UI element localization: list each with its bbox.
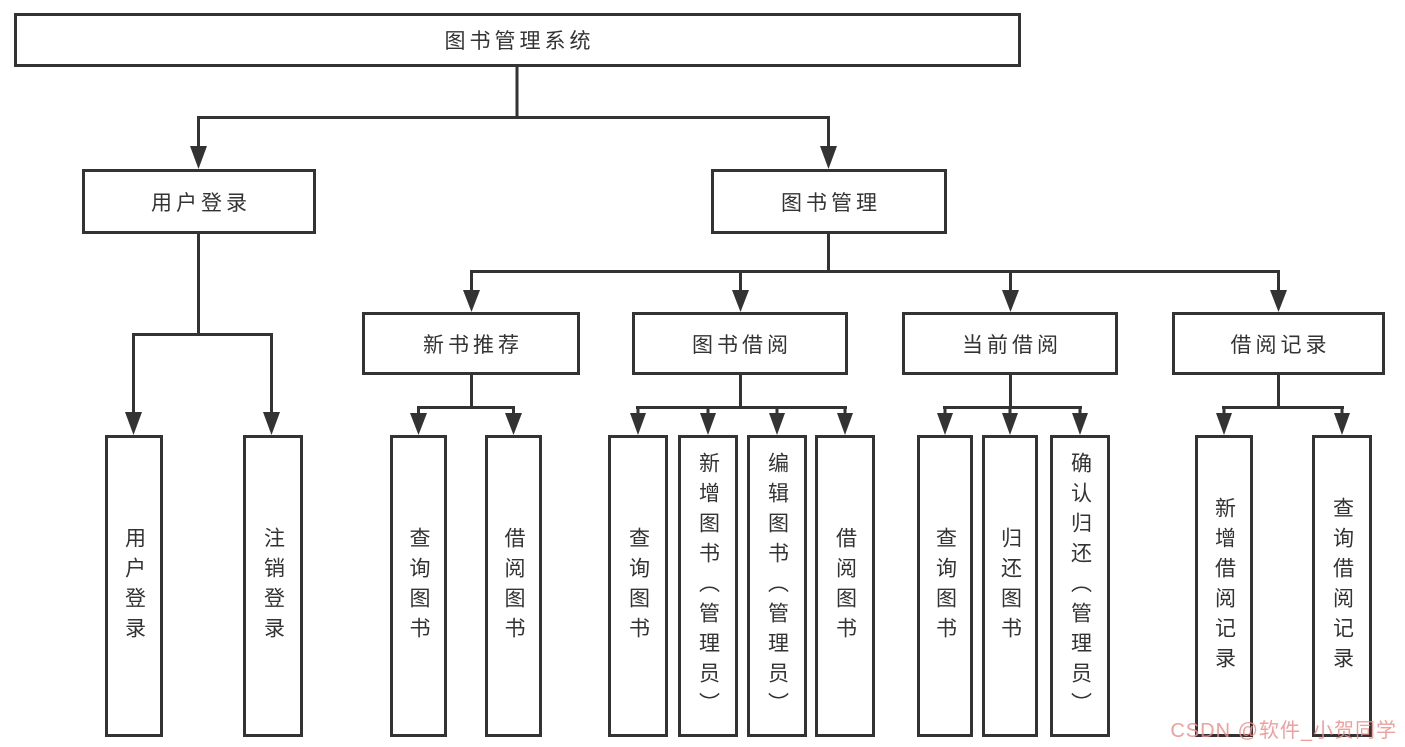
node-label: 图书借阅 <box>692 333 792 357</box>
node-user-login: 用户登录 <box>82 169 316 234</box>
leaf-label: 借阅图书 <box>502 527 525 647</box>
node-book-management: 图书管理 <box>711 169 947 234</box>
leaf-logout: 注销登录 <box>243 435 303 737</box>
leaf-label: 确认归还（管理员） <box>1068 452 1092 722</box>
leaf-add-borrow-record: 新增借阅记录 <box>1195 435 1253 737</box>
node-library-management-system: 图书管理系统 <box>14 13 1021 67</box>
leaf-add-book-admin: 新增图书（管理员） <box>678 435 738 737</box>
leaf-label: 借阅图书 <box>833 527 857 647</box>
node-label: 用户登录 <box>151 191 251 215</box>
leaf-query-book-1: 查询图书 <box>390 435 447 737</box>
node-label: 图书管理 <box>781 191 881 215</box>
leaf-label: 编辑图书（管理员） <box>765 452 789 722</box>
node-label: 图书管理系统 <box>444 30 595 53</box>
node-book-borrow: 图书借阅 <box>632 312 848 375</box>
leaf-query-book-3: 查询图书 <box>917 435 973 737</box>
leaf-label: 查询图书 <box>626 527 650 647</box>
leaf-label: 用户登录 <box>122 527 146 647</box>
node-label: 新书推荐 <box>423 333 523 357</box>
leaf-label: 查询借阅记录 <box>1330 497 1354 677</box>
leaf-query-borrow-record: 查询借阅记录 <box>1312 435 1372 737</box>
node-current-borrow: 当前借阅 <box>902 312 1118 375</box>
leaf-label: 新增借阅记录 <box>1212 497 1236 677</box>
leaf-label: 查询图书 <box>933 527 957 647</box>
leaf-user-login: 用户登录 <box>105 435 163 737</box>
leaf-label: 归还图书 <box>998 527 1022 647</box>
node-label: 当前借阅 <box>962 333 1062 357</box>
node-label: 借阅记录 <box>1230 333 1331 357</box>
leaf-borrow-book-1: 借阅图书 <box>485 435 542 737</box>
leaf-return-book: 归还图书 <box>982 435 1038 737</box>
leaf-label: 新增图书（管理员） <box>696 452 720 722</box>
leaf-edit-book-admin: 编辑图书（管理员） <box>747 435 807 737</box>
leaf-label: 注销登录 <box>261 527 285 647</box>
leaf-query-book-2: 查询图书 <box>608 435 668 737</box>
node-new-book-recommend: 新书推荐 <box>362 312 580 375</box>
node-borrow-records: 借阅记录 <box>1172 312 1385 375</box>
leaf-confirm-return-admin: 确认归还（管理员） <box>1050 435 1110 737</box>
leaf-label: 查询图书 <box>407 527 430 647</box>
leaf-borrow-book-2: 借阅图书 <box>815 435 875 737</box>
